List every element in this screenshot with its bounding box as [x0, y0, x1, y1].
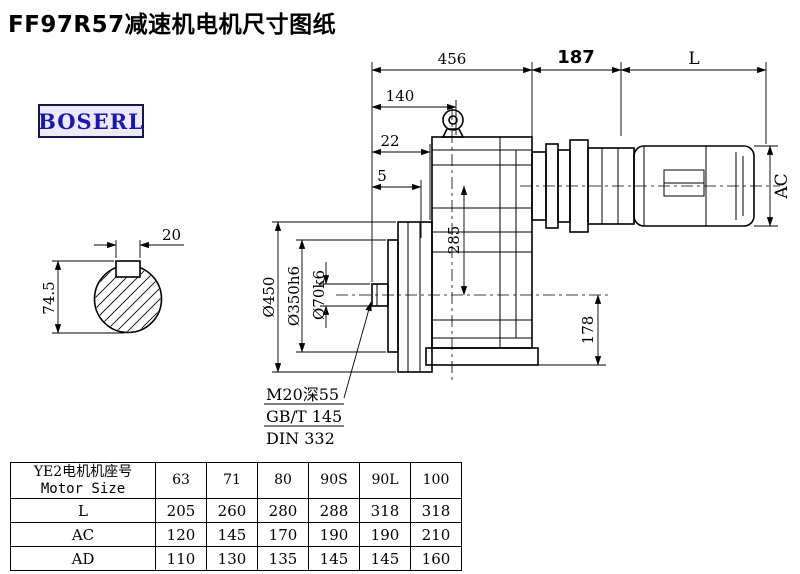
- table-header-en: Motor Size: [40, 480, 126, 497]
- table-row-AD: AD 110 130 135 145 145 160: [10, 546, 462, 571]
- value-AC-100: 210: [410, 522, 462, 547]
- dim-285: 285: [445, 185, 468, 296]
- size-80: 80: [257, 462, 309, 499]
- dim-dia450: Ø450: [260, 221, 396, 373]
- value-AC-90S: 190: [308, 522, 360, 547]
- dim-dia350: Ø350h6: [285, 239, 386, 353]
- dim-178-label: 178: [579, 316, 597, 345]
- value-AD-71: 130: [206, 546, 258, 571]
- keyway: [115, 260, 141, 278]
- value-L-90S: 288: [308, 498, 360, 523]
- brand-logo-text: BOSERL: [38, 108, 144, 134]
- table-header-row: YE2电机机座号 Motor Size 63 71 80 90S 90L 100: [10, 462, 462, 499]
- dim-AC-label: AC: [772, 173, 792, 199]
- value-AC-71: 145: [206, 522, 258, 547]
- value-L-100: 318: [410, 498, 462, 523]
- dim-5-label: 5: [377, 167, 387, 185]
- dim-140: 140: [371, 87, 457, 135]
- motor: [531, 139, 755, 233]
- dim-187: 187: [531, 47, 622, 74]
- dim-22-label: 22: [380, 132, 399, 150]
- shaft-section-detail: [93, 260, 163, 334]
- dim-456-label: 456: [438, 50, 467, 68]
- value-AD-100: 160: [410, 546, 462, 571]
- size-90S: 90S: [308, 462, 360, 499]
- dim-key-height-label: 74.5: [40, 281, 58, 314]
- dim-285-label: 285: [445, 226, 463, 255]
- note-gb-standard: GB/T 145: [266, 407, 342, 426]
- gearbox-housing: [425, 109, 539, 366]
- size-100: 100: [410, 462, 462, 499]
- dim-L: L: [620, 49, 767, 74]
- note-tap-hole: M20深55: [266, 385, 339, 404]
- output-shaft: [371, 283, 389, 307]
- row-label-L: L: [10, 498, 156, 523]
- value-AD-90S: 145: [308, 546, 360, 571]
- eyebolt-base: [441, 128, 465, 138]
- dim-key-width-label: 20: [162, 226, 181, 244]
- value-AC-63: 120: [155, 522, 207, 547]
- extension-lines-top: [371, 62, 767, 282]
- note-din-standard: DIN 332: [266, 429, 335, 448]
- size-90L: 90L: [359, 462, 411, 499]
- page-title: FF97R57减速机电机尺寸图纸: [8, 12, 337, 38]
- dim-5: 5: [371, 167, 422, 238]
- motor-size-table: YE2电机机座号 Motor Size 63 71 80 90S 90L 100…: [10, 462, 462, 571]
- dim-140-label: 140: [386, 87, 415, 105]
- table-row-L: L 205 260 280 288 318 318: [10, 498, 462, 523]
- flange-spigot: [387, 239, 399, 353]
- output-flange: [387, 221, 433, 373]
- motor-fan-cowl: [633, 145, 755, 227]
- dim-187-label: 187: [557, 47, 595, 68]
- value-L-71: 260: [206, 498, 258, 523]
- brand-logo: BOSERL: [38, 104, 144, 138]
- dim-dia350-label: Ø350h6: [285, 266, 303, 326]
- dim-L-label: L: [688, 49, 699, 69]
- shaft-end-notes: M20深55 GB/T 145 DIN 332: [264, 301, 372, 448]
- value-AD-90L: 145: [359, 546, 411, 571]
- dim-dia450-label: Ø450: [260, 277, 278, 318]
- dim-dia70-label: Ø70k6: [310, 270, 328, 320]
- eyebolt-ring: [442, 109, 464, 131]
- dim-key-height: 74.5: [40, 260, 124, 334]
- value-AD-63: 110: [155, 546, 207, 571]
- table-header-cn: YE2电机机座号: [33, 463, 133, 480]
- value-AD-80: 135: [257, 546, 309, 571]
- value-L-63: 205: [155, 498, 207, 523]
- dim-178: 178: [536, 294, 606, 366]
- dim-456: 456: [371, 50, 533, 74]
- row-label-AD: AD: [10, 546, 156, 571]
- value-AC-80: 170: [257, 522, 309, 547]
- dim-key-width: 20: [94, 226, 184, 258]
- row-label-AC: AC: [10, 522, 156, 547]
- table-row-AC: AC 120 145 170 190 190 210: [10, 522, 462, 547]
- value-L-90L: 318: [359, 498, 411, 523]
- eyebolt-hole: [448, 115, 458, 125]
- size-63: 63: [155, 462, 207, 499]
- note-leader-line: [343, 301, 372, 399]
- size-71: 71: [206, 462, 258, 499]
- table-header-cell: YE2电机机座号 Motor Size: [10, 462, 156, 499]
- dim-dia70: Ø70k6: [310, 262, 370, 328]
- dim-AC: AC: [754, 145, 792, 227]
- value-L-80: 280: [257, 498, 309, 523]
- value-AC-90L: 190: [359, 522, 411, 547]
- dim-22: 22: [371, 132, 431, 220]
